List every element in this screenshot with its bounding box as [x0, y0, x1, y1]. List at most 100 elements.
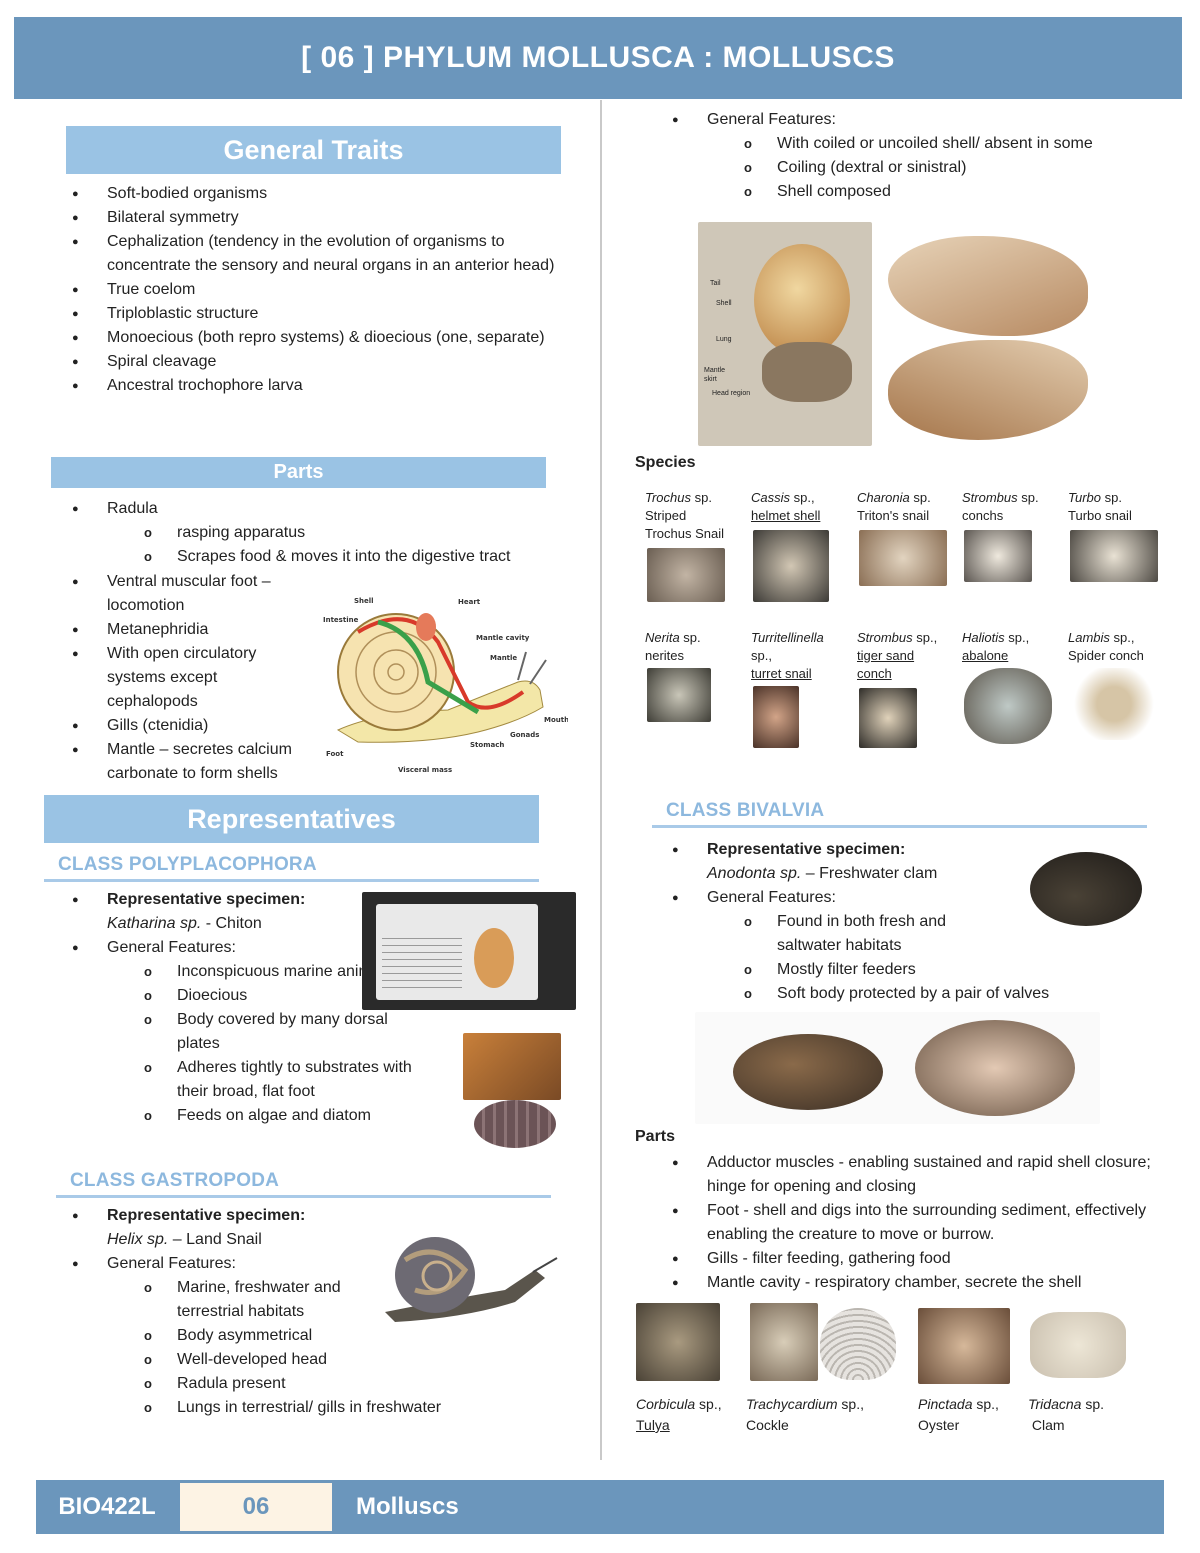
list-item: True coelom: [52, 278, 572, 302]
parts-list: Radula rasping apparatus Scrapes food & …: [52, 497, 572, 569]
diagram-label: Mouth: [544, 716, 568, 724]
footer-number: 06: [180, 1483, 332, 1531]
class-underline: [56, 1195, 551, 1198]
list-item: Mantle – secretes calcium carbonate to f…: [52, 738, 302, 786]
turbo-photo: [1070, 530, 1158, 582]
list-item: Bilateral symmetry: [52, 206, 572, 230]
list-item: General Features:: [652, 108, 1172, 132]
tridacna-photo: [1030, 1312, 1126, 1378]
sub-list-item: Marine, freshwater and terrestrial habit…: [52, 1276, 377, 1324]
gastropoda-features-cont: General Features: With coiled or uncoile…: [652, 108, 1172, 204]
rep-label: Representative specimen:: [707, 841, 906, 858]
class-underline: [652, 825, 1147, 828]
sub-list-item: Radula present: [52, 1372, 512, 1396]
bivalvia-list: Representative specimen: Anodonta sp. – …: [652, 838, 1072, 910]
list-item: With open circulatory systems except cep…: [52, 642, 302, 714]
representatives-heading: Representatives: [44, 795, 539, 843]
sub-list-item: Adheres tightly to substrates with their…: [52, 1056, 417, 1104]
sub-list-item: Lungs in terrestrial/ gills in freshwate…: [52, 1396, 512, 1420]
rep-common: - Chiton: [201, 915, 262, 932]
parts-heading: Parts: [51, 457, 546, 488]
corbicula-photo: [636, 1303, 720, 1381]
gastropoda-features: Marine, freshwater and terrestrial habit…: [52, 1276, 512, 1420]
list-item: General Features:: [652, 886, 1072, 910]
rep-label: Representative specimen:: [107, 891, 306, 908]
photo-label: Head region: [712, 390, 751, 397]
bivalvia-parts-list: Adductor muscles - enabling sustained an…: [652, 1151, 1152, 1295]
list-item: Gills (ctenidia): [52, 714, 302, 738]
sub-list-item: Shell composed: [652, 180, 1172, 204]
rep-genus: Anodonta sp.: [707, 865, 802, 882]
sub-list-item: Scrapes food & moves it into the digesti…: [52, 545, 572, 569]
sub-list-item: Soft body protected by a pair of valves: [652, 982, 1112, 1006]
list-item: Representative specimen: Anodonta sp. – …: [652, 838, 1072, 886]
chiton-specimen-photo: [362, 892, 576, 1010]
species-caption: Corbicula sp.,Tulya: [636, 1396, 722, 1433]
sub-list-item: rasping apparatus: [52, 521, 572, 545]
sub-list-item: Body covered by many dorsal plates: [52, 1008, 417, 1056]
diagram-label: Foot: [326, 750, 344, 758]
trachycardium-photo: [820, 1308, 896, 1380]
class-polyplacophora-title: CLASS POLYPLACOPHORA: [58, 854, 317, 875]
class-bivalvia-title: CLASS BIVALVIA: [666, 800, 825, 821]
diagram-label: Visceral mass: [398, 766, 452, 774]
nerita-photo: [647, 668, 711, 722]
strombus-photo: [964, 530, 1032, 582]
species-caption: Turbo sp.Turbo snail: [1068, 490, 1132, 523]
sub-list-item: Found in both fresh and saltwater habita…: [652, 910, 977, 958]
diagram-label: Stomach: [470, 741, 504, 749]
species-caption: Pinctada sp.,Oyster: [918, 1396, 999, 1433]
class-underline: [44, 879, 539, 882]
sub-list-item: With coiled or uncoiled shell/ absent in…: [652, 132, 1172, 156]
polyplacophora-list: Representative specimen: Katharina sp. -…: [52, 888, 372, 960]
photo-label: Lung: [716, 336, 732, 343]
list-item: Cephalization (tendency in the evolution…: [52, 230, 572, 278]
diagram-label: Shell: [354, 597, 374, 605]
class-gastropoda-title: CLASS GASTROPODA: [70, 1170, 280, 1191]
polyplacophora-features: Inconspicuous marine animals Dioecious B…: [52, 960, 422, 1128]
species-caption: Nerita sp.nerites: [645, 630, 701, 663]
list-item: Metanephridia: [52, 618, 302, 642]
species-caption: Tridacna sp. Clam: [1028, 1396, 1105, 1433]
sub-list-item: Body asymmetrical: [52, 1324, 512, 1348]
trochus-photo: [647, 548, 725, 602]
clam-anatomy-photo: [695, 1012, 1100, 1124]
rep-common: – Freshwater clam: [801, 865, 938, 882]
haliotis-photo: [964, 668, 1052, 744]
list-item: Ancestral trochophore larva: [52, 374, 572, 398]
species-caption: Strombus sp.conchs: [962, 490, 1039, 523]
list-item: Gills - filter feeding, gathering food: [652, 1247, 1152, 1271]
bivalvia-features: Found in both fresh and saltwater habita…: [652, 910, 1112, 1006]
diagram-label: Heart: [458, 598, 481, 606]
list-item: Ventral muscular foot – locomotion: [52, 570, 302, 618]
bivalvia-parts-heading: Parts: [635, 1128, 676, 1145]
land-snail-photo: [385, 1237, 558, 1322]
gastropoda-list: Representative specimen: Helix sp. – Lan…: [52, 1204, 392, 1276]
sub-list-item: Feeds on algae and diatom: [52, 1104, 422, 1128]
turritellinella-photo: [753, 686, 799, 748]
diagram-label: Mantle cavity: [476, 634, 530, 642]
photo-label: Shell: [716, 300, 732, 307]
species-caption: Charonia sp.Triton's snail: [857, 490, 931, 523]
sub-list-item: Inconspicuous marine animals: [52, 960, 407, 984]
diagram-label: Intestine: [323, 616, 359, 624]
list-item: Representative specimen: Katharina sp. -…: [52, 888, 372, 936]
list-item: Mantle cavity - respiratory chamber, sec…: [652, 1271, 1152, 1295]
charonia-photo: [859, 530, 947, 586]
rep-common: – Land Snail: [168, 1231, 262, 1248]
list-item: Representative specimen: Helix sp. – Lan…: [52, 1204, 392, 1252]
list-item: Foot - shell and digs into the surroundi…: [652, 1199, 1152, 1247]
list-item: General Features:: [52, 936, 372, 960]
snail-shell-photo: Tail Shell Lung Mantle skirt Head region: [698, 222, 872, 446]
page-title: [ 06 ] PHYLUM MOLLUSCA : MOLLUSCS: [14, 17, 1182, 99]
list-item: Spiral cleavage: [52, 350, 572, 374]
list-item: Triploblastic structure: [52, 302, 572, 326]
list-item: Monoecious (both repro systems) & dioeci…: [52, 326, 572, 350]
photo-label: Tail: [710, 280, 721, 287]
sub-list-item: Coiling (dextral or sinistral): [652, 156, 1172, 180]
pinctada-photo: [918, 1308, 1010, 1384]
sub-list-item: Well-developed head: [52, 1348, 512, 1372]
parts-list-2: Ventral muscular foot – locomotion Metan…: [52, 570, 302, 786]
